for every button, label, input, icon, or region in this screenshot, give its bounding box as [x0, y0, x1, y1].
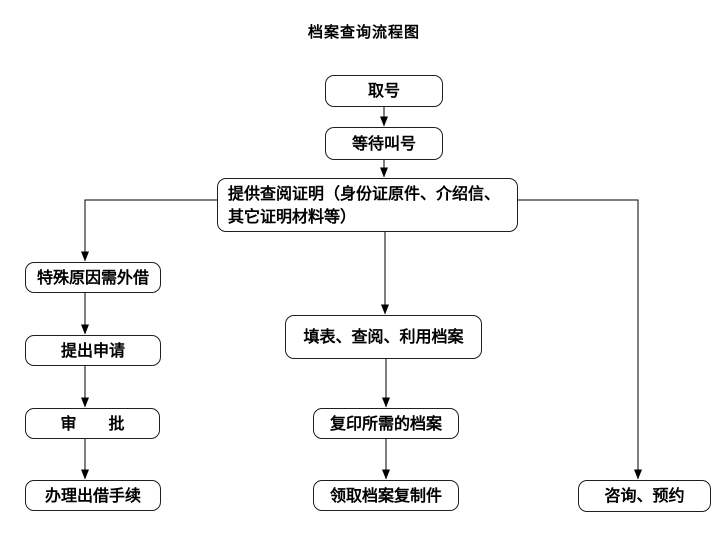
node-approval-label: 审 批	[60, 413, 125, 433]
node-copy-archives-label: 复印所需的档案	[329, 413, 442, 433]
node-receive-copies: 领取档案复制件	[313, 480, 459, 511]
node-fill-consult-use: 填表、查阅、利用档案	[285, 315, 482, 359]
node-provide-proof-line2: 其它证明材料等）	[228, 207, 357, 226]
node-provide-proof-line1: 提供查阅证明（身份证原件、介绍信、	[228, 183, 501, 203]
edge-provide-to-consult	[517, 199, 642, 480]
node-copy-archives: 复印所需的档案	[313, 408, 459, 439]
node-submit-application: 提出申请	[25, 335, 161, 366]
node-consult-reserve-label: 咨询、预约	[604, 486, 685, 506]
node-provide-proof: 提供查阅证明（身份证原件、介绍信、 其它证明材料等）	[217, 178, 518, 232]
node-receive-copies-label: 领取档案复制件	[329, 485, 442, 505]
edge-provide-to-special	[81, 199, 217, 262]
node-take-number: 取号	[325, 75, 443, 107]
node-approval: 审 批	[25, 408, 160, 439]
node-special-borrow: 特殊原因需外借	[25, 262, 161, 293]
node-submit-application-label: 提出申请	[60, 340, 125, 360]
node-wait-for-call-label: 等待叫号	[351, 133, 416, 153]
node-lend-procedure: 办理出借手续	[25, 480, 161, 511]
node-special-borrow-label: 特殊原因需外借	[36, 267, 149, 287]
node-wait-for-call: 等待叫号	[325, 127, 443, 160]
node-lend-procedure-label: 办理出借手续	[44, 485, 141, 505]
node-consult-reserve: 咨询、预约	[578, 480, 711, 512]
node-fill-consult-use-label: 填表、查阅、利用档案	[303, 327, 464, 347]
diagram-title: 档案查询流程图	[307, 23, 420, 41]
node-take-number-label: 取号	[367, 81, 400, 101]
